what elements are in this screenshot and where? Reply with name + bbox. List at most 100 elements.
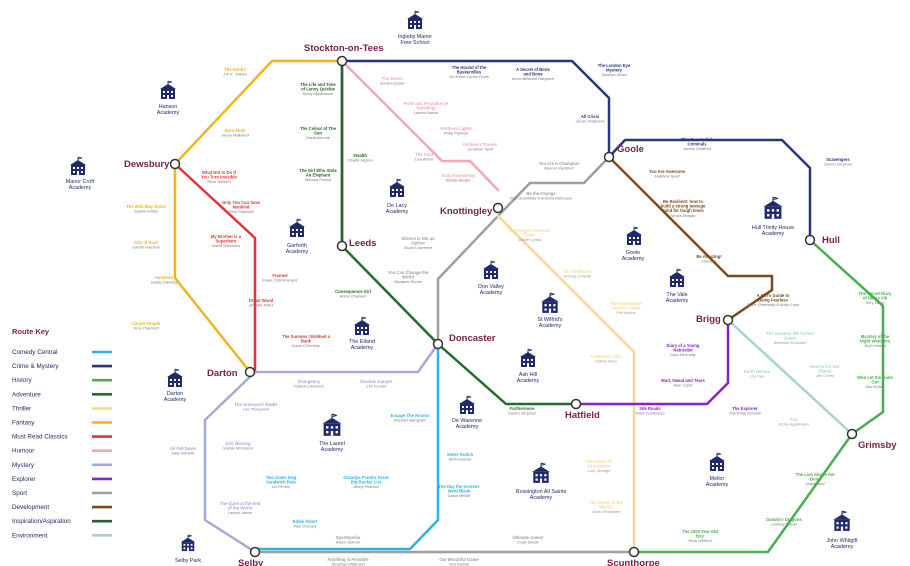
station-label-knottingley: Knottingley (440, 206, 493, 217)
station-node-doncaster[interactable] (432, 338, 444, 350)
station-node-brigg[interactable] (722, 314, 734, 326)
school-selby-park: Selby Park (175, 534, 201, 564)
book-title: Silence is Not an (401, 236, 435, 241)
book-author: Matthew Syed (655, 174, 680, 179)
school-hanson: Hanson Academy (157, 80, 180, 116)
station-label-selby: Selby (238, 558, 264, 566)
station-node-grimsby[interactable] (846, 428, 858, 440)
station-label-goole: Goole (617, 144, 644, 155)
school-sub: Academy (456, 424, 479, 430)
route-key-item: Explorer (12, 476, 112, 483)
book-title: of Henry VIII (863, 296, 887, 301)
book-title: Be Amazing! (696, 254, 721, 259)
book-title: A Monster Calls (590, 354, 622, 359)
station-node-knottingley[interactable] (492, 202, 504, 214)
book-author: Nizrana Farook (305, 177, 333, 182)
station-node-selby[interactable] (249, 546, 261, 558)
book-title: City of Rust (134, 240, 158, 245)
book-title: of Lenny Quickie (301, 87, 335, 92)
route-key-item: Adventure (12, 391, 112, 398)
book-author: Philip Pullman (444, 131, 469, 136)
school-icon (388, 178, 406, 198)
school-darton: Darton Academy (164, 368, 187, 403)
route-history (632, 238, 885, 554)
book-title: Boy (696, 534, 705, 539)
route-key-title: Route Key (12, 327, 50, 336)
station-node-hatfield[interactable] (570, 398, 582, 410)
station-node-darton[interactable] (244, 366, 256, 378)
book-title: Eddie Albert (293, 519, 318, 524)
station-node-scunthorpe[interactable] (628, 546, 640, 558)
school-icon (482, 260, 500, 280)
school-sub: Academy (286, 249, 309, 255)
station-label-brigg: Brigg (696, 314, 721, 325)
book-author: Darren Simpson (508, 411, 536, 416)
book-author: Lisa Ahern (415, 157, 433, 162)
book-title: A Secret of Birds (516, 67, 550, 72)
school-de-lacy: De Lacy Academy (386, 178, 409, 215)
book-author: Daniel Lynda (519, 237, 542, 242)
book-author: Jonathan Wilkinson (330, 562, 365, 566)
school-sub: Academy (831, 544, 854, 550)
book-author: David O'Doherty (292, 343, 321, 348)
book-title: Carpet People (132, 321, 161, 326)
school-name: De Lacy (387, 203, 407, 209)
school-icon (180, 534, 196, 552)
book-author: Victoria Schwab (563, 274, 592, 279)
station-node-goole[interactable] (603, 151, 615, 163)
book-title: Baskervilles (457, 70, 482, 75)
book-author: Charlie Higson (347, 158, 373, 163)
route-key-item: Mystery (12, 462, 112, 469)
school-icon (69, 156, 87, 176)
book-title: build a strong teenage (661, 204, 706, 209)
school-name: The Elland (349, 339, 375, 345)
book-author: Tom Palmer (449, 562, 471, 566)
book-author: Jonathan Swift (466, 147, 493, 152)
school-hull-trinity-house: Hull Trinity House Academy (752, 196, 794, 237)
book-title: Diary of a Young (667, 343, 700, 348)
book-author: Sally Nicholls (171, 451, 194, 456)
station-node-dewsbury[interactable] (169, 158, 181, 170)
book-title: Night Watchers (860, 339, 891, 344)
route-key-label: Sport (12, 490, 27, 497)
book-title: The Counterfeit (682, 137, 714, 142)
book-title: Our Beautiful Game (439, 557, 479, 562)
book-author: Ross Welford (688, 538, 712, 543)
route-mystery (203, 342, 440, 554)
station-node-hull[interactable] (804, 234, 816, 246)
book-title: The Secret Diary (858, 291, 892, 296)
school-icon (832, 510, 852, 532)
station-label-hatfield: Hatfield (565, 410, 600, 421)
station-node-stockton[interactable] (336, 55, 348, 67)
book-title: The Life and Time (300, 82, 336, 87)
book-title: Mystery (606, 68, 622, 73)
school-icon (353, 316, 371, 336)
school-sub: Free School (400, 40, 429, 46)
book-title: Retelling) (416, 106, 436, 111)
book-title: The London Eye (598, 63, 631, 68)
route-key-item: Fantasy (12, 420, 112, 427)
book-author: Debbie Berger (445, 178, 471, 183)
book-title: Ultimate Gamer (513, 535, 544, 540)
book-title: Fox (790, 417, 798, 422)
book-author: Sophie Kirtley (134, 209, 159, 214)
book-title: The Quiet at the End (220, 501, 261, 506)
book-title: You Are A Champion (538, 161, 580, 166)
station-node-leeds[interactable] (336, 240, 348, 252)
school-rossington-all-saints: Rossington All Saints Academy (516, 462, 567, 501)
book-author: Kirsty Applebaum (303, 91, 334, 96)
